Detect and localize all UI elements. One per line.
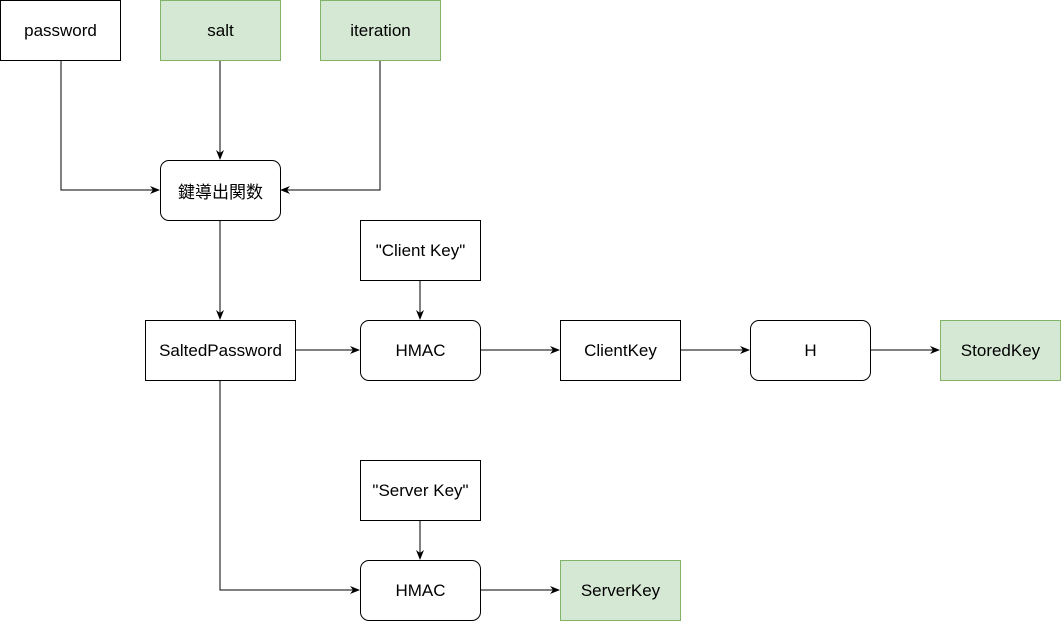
kdf-node: 鍵導出関数 bbox=[160, 160, 281, 221]
edge-saltedpassword-to-hmac-server bbox=[219, 381, 360, 594]
stored-key-node: StoredKey bbox=[940, 320, 1061, 381]
server-key-const-node: "Server Key" bbox=[360, 460, 481, 521]
password-node: password bbox=[0, 0, 121, 61]
server-key-node: ServerKey bbox=[560, 560, 681, 621]
edge-password-to-kdf bbox=[60, 61, 160, 194]
client-key-node: ClientKey bbox=[560, 320, 681, 381]
hmac-server-node: HMAC bbox=[360, 560, 481, 621]
salted-password-node: SaltedPassword bbox=[145, 320, 296, 381]
salt-node: salt bbox=[160, 0, 281, 61]
hmac-client-node: HMAC bbox=[360, 320, 481, 381]
client-key-const-node: "Client Key" bbox=[360, 220, 481, 281]
edge-iteration-to-kdf bbox=[280, 61, 381, 194]
hash-node: H bbox=[750, 320, 871, 381]
iteration-node: iteration bbox=[320, 0, 441, 61]
